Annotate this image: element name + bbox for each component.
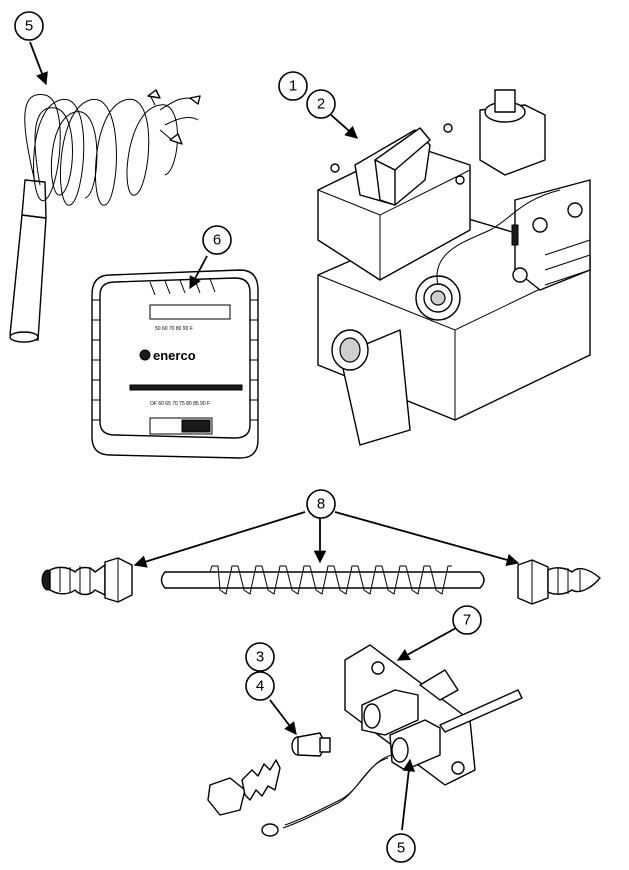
svg-text:6: 6 (213, 232, 221, 249)
callout-8: 8 (306, 489, 336, 519)
leader-8-left (133, 511, 306, 568)
leader-8-right (334, 511, 520, 567)
leader-5-top (29, 41, 48, 86)
callout-7: 7 (452, 605, 482, 635)
svg-text:5: 5 (25, 18, 33, 35)
svg-text:5: 5 (397, 840, 405, 857)
leader-5-bottom (401, 758, 415, 831)
thermocouple-coil (9, 89, 201, 343)
callout-2: 2 (306, 89, 336, 119)
pilot-tubing-fittings (41, 557, 601, 605)
svg-text:2: 2 (317, 96, 325, 113)
callout-1: 1 (278, 71, 308, 101)
thermostat: 50 60 70 80 90 F enerco OF 60 65 70 75 8… (91, 269, 259, 459)
svg-text:7: 7 (463, 612, 471, 629)
pilot-orifice (291, 732, 331, 757)
leader-6 (189, 255, 208, 290)
thermostat-brand-logo: enerco (153, 348, 196, 363)
pilot-assembly (261, 644, 523, 837)
thermostat-scale-top: 50 60 70 80 90 F (155, 326, 193, 332)
leader-4 (269, 699, 297, 736)
leader-7 (396, 627, 457, 661)
callout-3: 3 (245, 642, 275, 672)
leader-1-2 (329, 113, 358, 139)
callout-5-bottom: 5 (386, 833, 416, 863)
gas-valve (317, 89, 591, 446)
svg-text:4: 4 (256, 678, 264, 695)
thermostat-scale-bottom: OF 60 65 70 75 80 85 90 F (150, 401, 210, 407)
svg-text:3: 3 (256, 649, 264, 666)
callout-6: 6 (202, 225, 232, 255)
svg-text:1: 1 (289, 78, 297, 95)
callout-5-top: 5 (14, 11, 44, 41)
pilot-screw (207, 759, 281, 816)
svg-text:8: 8 (317, 496, 325, 513)
callout-4: 4 (245, 671, 275, 701)
